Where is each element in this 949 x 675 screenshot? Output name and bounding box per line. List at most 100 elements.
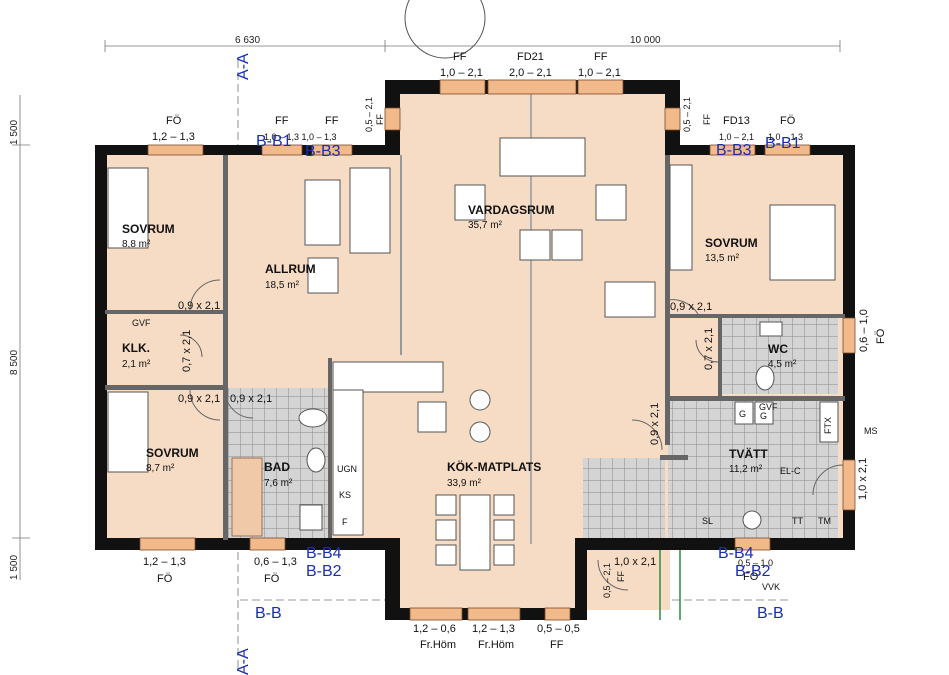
dim-top-left: 6 630 [235, 35, 260, 46]
fixture-g2: G [760, 411, 767, 421]
fo-bottom-right-size: 0,5 – 1,0 [738, 558, 773, 568]
fixture-f: F [342, 517, 348, 527]
room-area-klk: 2,1 m² [122, 359, 151, 370]
doors [179, 279, 844, 591]
room-name-bad: BAD [264, 460, 290, 474]
room-name-sovrum-2: SOVRUM [146, 446, 199, 460]
fr-a-size: 1,2 – 0,6 [413, 623, 456, 635]
ff-side-left-size: 0,5 – 2,1 [364, 97, 374, 132]
door-sovrum-2: 0,9 x 2,1 [178, 393, 220, 405]
room-area-sovrum-3: 13,5 m² [705, 253, 740, 264]
windows [139, 79, 856, 621]
room-area-kok: 33,9 m² [447, 478, 482, 489]
room-area-wc: 4,5 m² [768, 359, 797, 370]
ff-a: FF [275, 115, 289, 127]
section-markers: A-A A-A B-B B-B B-B1 B-B3 B-B3 B-B1 B-B4… [235, 53, 801, 675]
section-bb-left: B-B [255, 605, 282, 622]
room-name-sovrum-3: SOVRUM [705, 236, 758, 250]
fixture-ftx: FTX [823, 417, 833, 434]
fixture-sl: SL [702, 516, 713, 526]
room-name-klk: KLK. [122, 341, 150, 355]
dimension-lines [12, 40, 841, 670]
dimension-text: 6 630 10 000 1 500 8 500 1 500 [9, 35, 661, 580]
fo-bottom-mid: FÖ [264, 573, 280, 585]
room-area-tvatt: 11,2 m² [729, 464, 763, 475]
section-bb1-top-left: B-B1 [256, 133, 292, 150]
section-bb1-top-right: B-B1 [765, 135, 801, 152]
door-wc: 0,7 x 2,1 [703, 328, 715, 370]
dim-left-bot: 1 500 [9, 555, 20, 580]
room-name-tvatt: TVÄTT [729, 446, 768, 461]
section-aa-bottom: A-A [235, 648, 252, 675]
dim-top-right: 10 000 [630, 35, 661, 46]
fixture-g1: G [739, 409, 746, 419]
fo-bottom-right: FÖ [743, 571, 759, 583]
label-ms: MS [864, 426, 878, 436]
ff-top-1: FF [453, 51, 467, 63]
dim-left-top: 1 500 [9, 120, 20, 145]
entry-door [659, 550, 681, 620]
door-sovrum-1: 0,9 x 2,1 [178, 300, 220, 312]
fo-right-size: 0,6 – 1,0 [858, 309, 870, 352]
fd13: FD13 [723, 115, 750, 127]
ff-b: FF [325, 115, 339, 127]
fo-bottom-mid-size: 0,6 – 1,3 [254, 556, 297, 568]
ff-side-right-size: 0,5 – 2,1 [682, 97, 692, 132]
door-entry: 1,0 x 2,1 [614, 556, 656, 568]
room-name-sovrum-1: SOVRUM [122, 222, 175, 236]
room-name-wc: WC [768, 342, 788, 356]
tvatt-tag: GVF [759, 402, 778, 412]
ff-bottom-size: 0,5 – 0,5 [537, 623, 580, 635]
ff-ab-size: 1,0 – 1,3 1,0 – 1,3 [264, 132, 337, 142]
ff-top-1-size: 1,0 – 2,1 [440, 67, 483, 79]
fo-bottom-left: FÖ [157, 573, 173, 585]
door-sovrum-3: 0,9 x 2,1 [670, 301, 712, 313]
vvk-label: VVK [762, 582, 780, 592]
fixture-tt: TT [792, 516, 803, 526]
fd13-size: 1,0 – 2,1 [719, 132, 754, 142]
room-area-sovrum-2: 8,7 m² [146, 463, 175, 474]
section-bb2-bottom-left: B-B2 [306, 563, 342, 580]
dim-left-mid: 8 500 [9, 350, 20, 375]
room-area-vardagsrum: 35,7 m² [468, 220, 503, 231]
fixture-ugn: UGN [337, 464, 357, 474]
section-bb3-top-left: B-B3 [305, 143, 341, 160]
section-aa-top: A-A [235, 53, 252, 80]
fo-top-left-size: 1,2 – 1,3 [152, 131, 195, 143]
room-area-bad: 7,6 m² [264, 478, 293, 489]
section-bb4-bottom-left: B-B4 [306, 545, 342, 562]
fixture-labels: UGN KS F FTX EL-C G G SL TT TM MS [337, 409, 878, 527]
fixture-tm: TM [818, 516, 831, 526]
room-labels: SOVRUM 8,8 m² ALLRUM 18,5 m² VARDAGSRUM … [122, 203, 797, 489]
klk-tag: GVF [132, 318, 151, 328]
section-bb2-bottom-right: B-B2 [735, 563, 771, 580]
room-name-allrum: ALLRUM [265, 262, 316, 276]
fo-top-right-size: 1,0 – 1,3 [768, 132, 803, 142]
fo-bottom-left-size: 1,2 – 1,3 [143, 556, 186, 568]
opening-labels: FF 1,0 – 2,1 FD21 2,0 – 2,1 FF 1,0 – 2,1… [143, 51, 887, 651]
ff-entry: FF [616, 571, 626, 582]
fo-top-left: FÖ [166, 115, 182, 127]
fd21: FD21 [517, 51, 544, 63]
fr-b-size: 1,2 – 1,3 [472, 623, 515, 635]
ff-bottom: FF [550, 639, 564, 651]
door-ext-right: 1,0 x 2,1 [857, 458, 869, 500]
fixture-el-c: EL-C [780, 466, 801, 476]
room-area-allrum: 18,5 m² [265, 280, 300, 291]
fd21-size: 2,0 – 2,1 [509, 67, 552, 79]
ff-top-2-size: 1,0 – 2,1 [578, 67, 621, 79]
door-tvatt: 0,9 x 2,1 [649, 403, 661, 445]
room-name-kok: KÖK-MATPLATS [447, 459, 541, 474]
fr-a: Fr.Höm [420, 639, 456, 651]
section-bb3-top-right: B-B3 [716, 142, 752, 159]
door-bad: 0,9 x 2,1 [230, 393, 272, 405]
section-bb-right: B-B [757, 605, 784, 622]
ff-top-2: FF [594, 51, 608, 63]
fixture-ks: KS [339, 490, 351, 500]
ff-side-right: FF [702, 114, 712, 125]
room-area-sovrum-1: 8,8 m² [122, 239, 151, 250]
section-bb4-bottom-right: B-B4 [718, 545, 754, 562]
ff-side-left: FF [375, 114, 385, 125]
door-klk: 0,7 x 2,1 [181, 330, 193, 372]
